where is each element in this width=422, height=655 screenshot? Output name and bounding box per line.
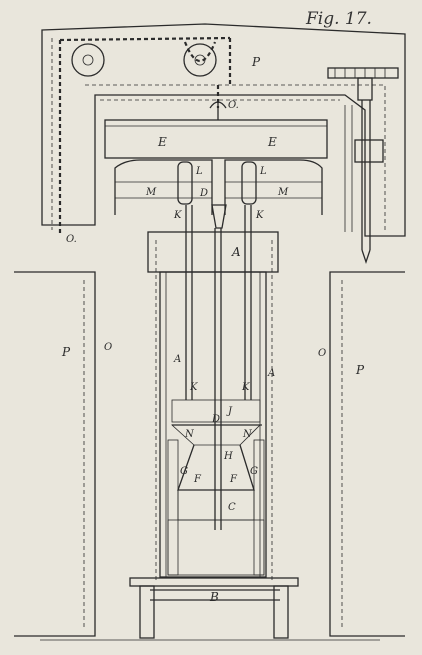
label-c: C (228, 502, 236, 513)
label-k-top-left: K (173, 210, 182, 221)
label-j: J (226, 406, 233, 417)
label-a-left: A (173, 354, 181, 365)
label-n-right: N (242, 429, 253, 440)
worm-gear (327, 67, 399, 265)
mould (167, 399, 265, 576)
label-e-left: E (157, 135, 167, 149)
label-l-right: L (259, 166, 267, 177)
label-k-mid-right: K (241, 382, 250, 393)
label-k-top-right: K (255, 210, 264, 221)
label-f-left: F (193, 474, 202, 485)
label-o-left: O (104, 342, 112, 353)
side-walls (14, 271, 405, 637)
label-p-left: P (61, 345, 71, 359)
label-a-right: A (267, 368, 275, 379)
label-n-left: N (184, 429, 195, 440)
casing-a (147, 231, 279, 580)
crosshead-e (104, 100, 328, 159)
label-e-right: E (267, 135, 277, 149)
label-m-right: M (277, 187, 289, 198)
label-d-top: D (199, 188, 208, 199)
rods (185, 205, 252, 530)
upper-frame (41, 23, 406, 237)
figure-caption: Fig. 17. (305, 9, 372, 29)
label-g-right: G (250, 466, 258, 477)
label-d-mid: D (211, 414, 220, 425)
chain-drive (58, 36, 232, 235)
labels: P O. O. E E L L M M D K K A P O O P A A … (61, 55, 365, 604)
label-l-left: L (195, 166, 203, 177)
label-p-top: P (251, 55, 261, 69)
label-o-chain-top: O. (228, 100, 239, 111)
label-k-mid-left: K (189, 382, 198, 393)
label-o-right: O (318, 348, 326, 359)
label-a-top: A (231, 245, 241, 259)
label-b: B (209, 590, 219, 604)
label-g-left: G (180, 466, 188, 477)
lever-arms (114, 159, 323, 229)
base-b (40, 577, 380, 641)
label-m-left: M (145, 187, 157, 198)
label-o-chain-left: O. (66, 234, 77, 245)
label-h: H (223, 451, 233, 462)
label-f-right: F (229, 474, 238, 485)
label-p-right: P (355, 363, 365, 377)
